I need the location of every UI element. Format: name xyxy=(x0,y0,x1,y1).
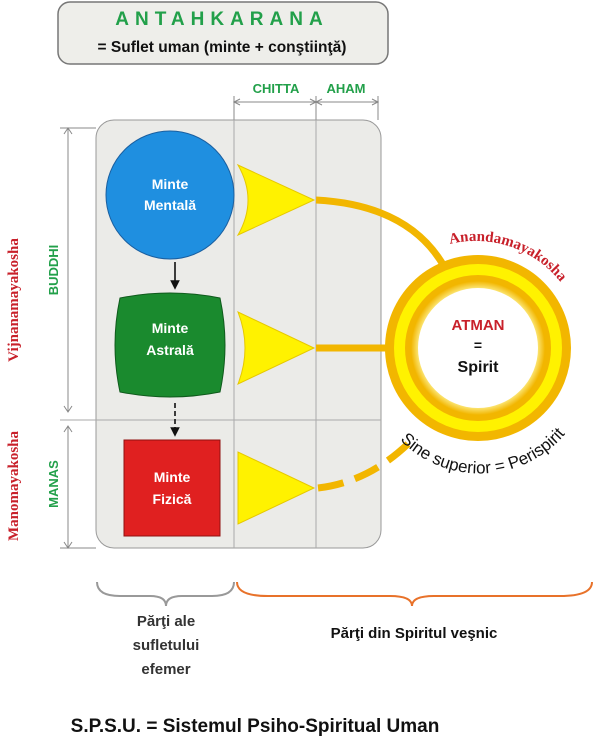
atman-circle xyxy=(385,255,571,441)
brace-icon xyxy=(96,581,235,607)
brace-icon xyxy=(236,581,593,607)
left-dimension-lines xyxy=(60,127,96,549)
minte-astrala-shape xyxy=(114,292,226,398)
header-subtitle: = Suflet uman (minte + conştiinţă) xyxy=(98,39,347,56)
header-title: ANTAHKARANA xyxy=(115,9,328,30)
ephemeral-line1: Părţi ale xyxy=(137,613,195,630)
atman-equals: = xyxy=(474,337,482,353)
triangle-icon xyxy=(237,451,316,525)
minte-fizica-square xyxy=(123,439,221,537)
manas-label: MANAS xyxy=(46,460,61,508)
minte-astrala-line2: Astrală xyxy=(146,342,194,358)
minte-astrala-line1: Minte xyxy=(152,320,189,336)
buddhi-label: BUDDHI xyxy=(46,245,61,296)
minte-mentala-circle xyxy=(105,130,235,260)
connector-fizic xyxy=(317,437,415,492)
ephemeral-line3: efemer xyxy=(141,661,190,678)
minte-fizica-line1: Minte xyxy=(154,469,191,485)
minte-mentala-line2: Mentală xyxy=(144,197,196,213)
triangle-icon xyxy=(236,163,316,237)
triangle-icon xyxy=(237,311,316,385)
column-chitta: CHITTA xyxy=(253,81,300,96)
ephemeral-line2: sufletului xyxy=(133,637,200,654)
manomayakosha-label: Manomayakosha xyxy=(6,430,22,541)
column-aham: AHAM xyxy=(327,81,366,96)
footer-title: S.P.S.U. = Sistemul Psiho-Spiritual Uman xyxy=(71,716,440,737)
atman-name: ATMAN xyxy=(451,317,504,334)
atman-connectors xyxy=(315,196,449,492)
minte-mentala-line1: Minte xyxy=(152,176,189,192)
eternal-label: Părţi din Spiritul veşnic xyxy=(331,625,498,642)
atman-spirit: Spirit xyxy=(458,359,500,376)
minte-fizica-line2: Fizică xyxy=(153,491,192,507)
vijnanamayakosha-label: Vijnanamayakosha xyxy=(6,238,22,362)
header-box xyxy=(57,1,389,65)
connector-mental xyxy=(315,196,449,270)
